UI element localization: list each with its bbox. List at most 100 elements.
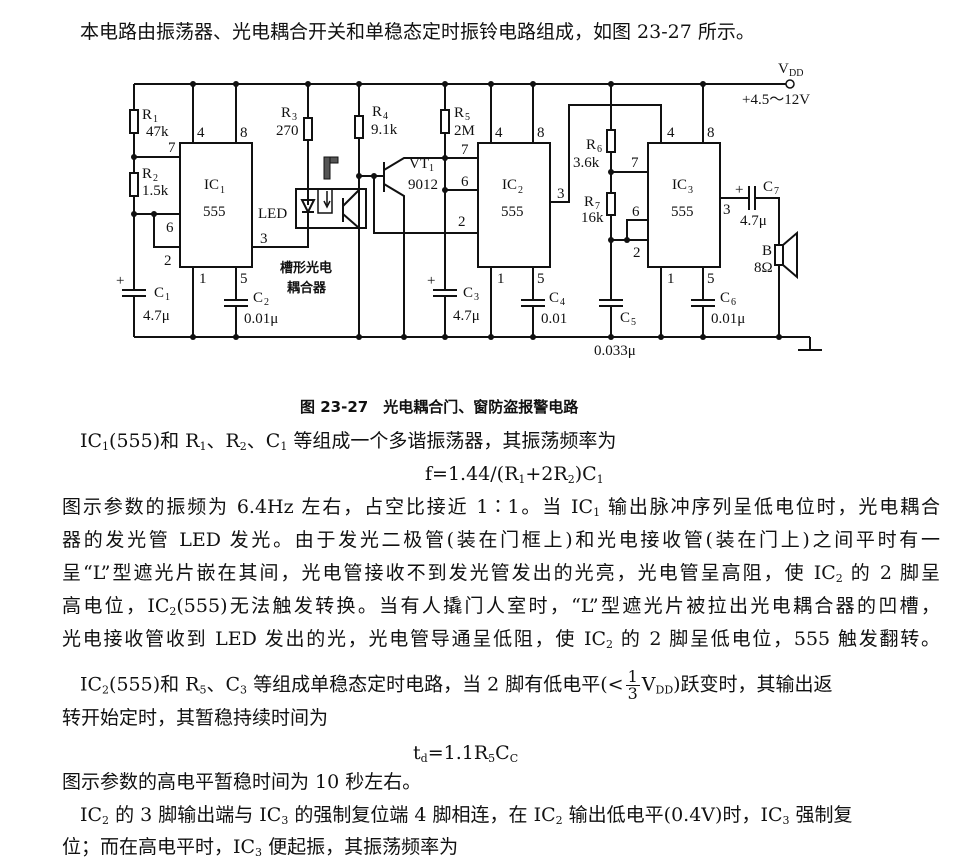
- c4-value: 0.01: [541, 311, 567, 327]
- capacitor-c4: [521, 299, 545, 307]
- c3-label: C: [463, 285, 473, 301]
- speaker-label: B: [762, 243, 772, 259]
- r6-value: 3.6k: [573, 155, 600, 171]
- capacitor-c5: [599, 299, 623, 307]
- capacitor-c2: [224, 299, 248, 307]
- ic2-pin4: 4: [495, 125, 503, 141]
- r1-label: R: [142, 107, 152, 123]
- body-line: f=1.44/(R1+2R2)C1: [425, 463, 604, 486]
- vt1-label-sub: 1: [429, 163, 434, 174]
- vt1-label: VT: [409, 156, 429, 172]
- r2-value: 1.5k: [142, 183, 169, 199]
- c7-value: 4.7μ: [740, 213, 767, 229]
- c6-label: C: [720, 290, 730, 306]
- c2-value: 0.01μ: [244, 311, 278, 327]
- coupler-label-2: 耦合器: [287, 280, 327, 296]
- ic1-pin7: 7: [168, 140, 176, 156]
- ic2-pin5: 5: [537, 271, 545, 287]
- ic1-pin5: 5: [240, 271, 248, 287]
- body-line: 光电接收管收到 LED 发出的光，光电管导通呈低阻，使 IC2 的 2 脚呈低电…: [62, 628, 940, 651]
- ic3-pin5: 5: [707, 271, 715, 287]
- r7-label: R: [584, 194, 594, 210]
- figure-caption: 图 23-27 光电耦合门、窗防盗报警电路: [300, 398, 579, 416]
- r6-label-sub: 6: [597, 144, 602, 155]
- ic1-pin6: 6: [166, 220, 174, 236]
- body-line: 图示参数的高电平暂稳时间为 10 秒左右。: [62, 771, 422, 793]
- ic2-pin3: 3: [557, 186, 565, 202]
- c1-label: C: [154, 285, 164, 301]
- r1-label-sub: 1: [153, 114, 158, 125]
- ic2-label-sub: 2: [518, 185, 523, 196]
- ic1-body: [179, 142, 253, 268]
- c5-label: C: [620, 310, 630, 326]
- ic2-pin7: 7: [461, 142, 469, 158]
- c2-label: C: [253, 290, 263, 306]
- component-labels: V DD +4.5～12V IC 1 555 IC 2 555 IC 3 555…: [116, 61, 810, 359]
- resistor-r3: [303, 117, 313, 141]
- r1-value: 47k: [146, 124, 169, 140]
- resistors: [129, 109, 616, 216]
- ic3-label: IC: [672, 177, 687, 193]
- vdd-label: V: [778, 61, 789, 77]
- ic1-pin4: 4: [197, 125, 205, 141]
- speaker-value: 8Ω: [754, 260, 773, 276]
- ic3-pin4: 4: [667, 125, 675, 141]
- slot-optocoupler: [295, 156, 367, 229]
- resistor-r7: [606, 192, 616, 216]
- c3-plus: +: [427, 273, 435, 289]
- r4-value: 9.1k: [371, 122, 398, 138]
- capacitors: [122, 186, 756, 307]
- r3-label: R: [281, 105, 291, 121]
- led-label: LED: [258, 206, 287, 222]
- ic2-pin2: 2: [458, 214, 466, 230]
- resistor-r5: [440, 109, 450, 134]
- junction-dots: [131, 81, 782, 340]
- c3-label-sub: 3: [474, 292, 479, 303]
- c4-label-sub: 4: [560, 297, 565, 308]
- r3-value: 270: [276, 123, 299, 139]
- ic1-pin1: 1: [199, 271, 207, 287]
- c5-value: 0.033μ: [594, 343, 636, 359]
- capacitor-c3: [433, 289, 457, 297]
- ic3-pin7: 7: [631, 155, 639, 171]
- c7-label-sub: 7: [774, 186, 779, 197]
- r7-value: 16k: [581, 210, 604, 226]
- ic3-pin6: 6: [632, 204, 640, 220]
- body-line: 转开始定时，其暂稳持续时间为: [62, 707, 329, 729]
- speaker-icon: [774, 230, 798, 280]
- ic2-pin8: 8: [537, 125, 545, 141]
- r2-label: R: [142, 166, 152, 182]
- c6-label-sub: 6: [731, 297, 736, 308]
- ic3-pin3: 3: [723, 202, 731, 218]
- vdd-terminal: [785, 79, 795, 89]
- ic1-pin3: 3: [260, 231, 268, 247]
- ic2-pin6: 6: [461, 174, 469, 190]
- c1-label-sub: 1: [165, 292, 170, 303]
- c7-plus: +: [735, 182, 743, 198]
- ic3-label-sub: 3: [688, 185, 693, 196]
- body-line: IC2 的 3 脚输出端与 IC3 的强制复位端 4 脚相连，在 IC2 输出低…: [80, 804, 853, 827]
- coupler-label-1: 槽形光电: [280, 260, 332, 276]
- c7-label: C: [763, 179, 773, 195]
- r4-label-sub: 4: [383, 111, 388, 122]
- ic2-pin1: 1: [497, 271, 505, 287]
- circuit-diagram: V DD +4.5～12V IC 1 555 IC 2 555 IC 3 555…: [116, 61, 822, 359]
- r5-label-sub: 5: [465, 112, 470, 123]
- body-line: 图示参数的振频为 6.4Hz 左右，占空比接近 1∶1。当 IC1 输出脉冲序列…: [62, 496, 940, 519]
- ic3-body: [647, 142, 721, 268]
- body-line: 位；而在高电平时，IC3 便起振，其振荡频率为: [62, 836, 459, 859]
- body-line: 呈“L”型遮光片嵌在其间，光电管接收不到发光管发出的光亮，光电管呈高阻，使 IC…: [62, 562, 940, 585]
- resistor-r4: [354, 115, 364, 139]
- resistor-r6: [606, 129, 616, 153]
- ic1-pin2: 2: [164, 253, 172, 269]
- ic3-pin2: 2: [633, 245, 641, 261]
- capacitor-c1: [122, 289, 146, 297]
- ic1-pin8: 8: [240, 125, 248, 141]
- ic2-body: [477, 142, 551, 268]
- ic1-label-sub: 1: [220, 185, 225, 196]
- resistor-r2: [129, 172, 139, 197]
- resistor-r1: [129, 109, 139, 134]
- r4-label: R: [372, 104, 382, 120]
